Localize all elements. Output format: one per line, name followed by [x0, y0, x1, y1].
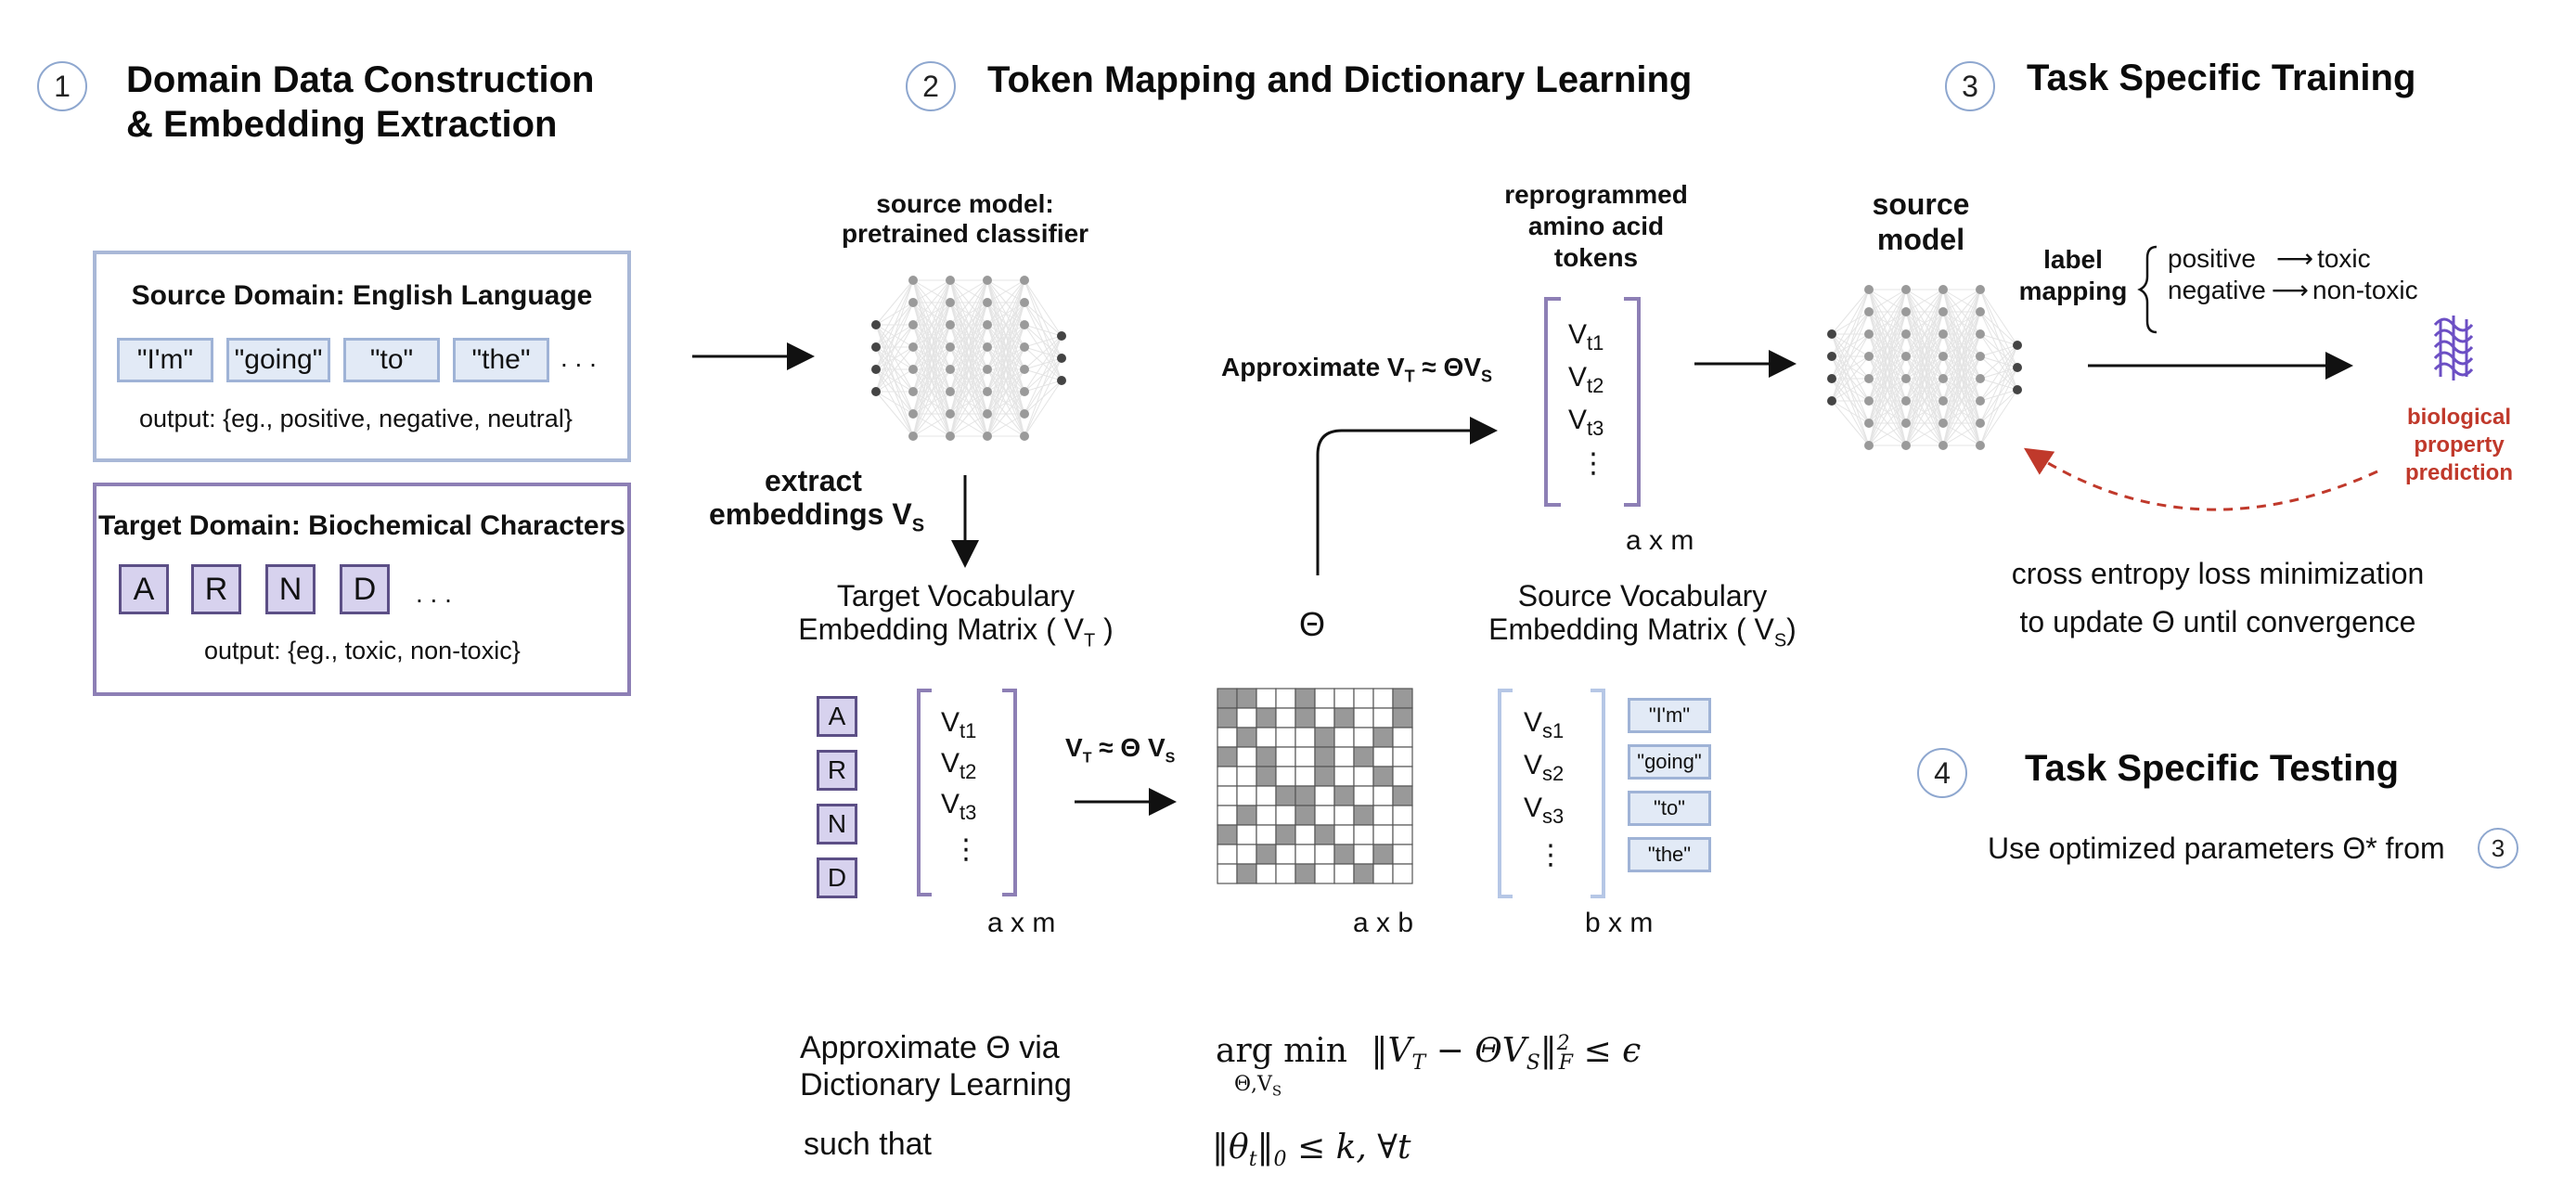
protein-icon	[2433, 316, 2474, 380]
target-domain-box: Target Domain: Biochemical Characters A …	[93, 483, 631, 696]
reprog-row: Vt3	[1568, 405, 1604, 440]
step-1-title-line1: Domain Data Construction	[126, 59, 595, 100]
step4-ref-number: 3	[2478, 828, 2518, 869]
dim-vt: a x m	[987, 908, 1056, 938]
approx-mid: VT ≈ Θ VS	[1065, 733, 1176, 767]
loss-label-1: cross entropy loss minimization	[2011, 557, 2425, 590]
source-vocab-label-1: Source Vocabulary	[1517, 579, 1768, 612]
feedback-arrow	[2023, 447, 2378, 511]
source-output: output: {eg., positive, negative, neutra…	[139, 405, 573, 432]
source-vocab-label-2: Embedding Matrix ( VS)	[1488, 612, 1797, 651]
source-ellipsis: . . .	[560, 343, 597, 372]
vs-vdots: ⋮	[1537, 840, 1565, 870]
small-target-token: N	[817, 804, 857, 844]
source-model-label-1: source model:	[876, 189, 1054, 218]
target-ellipsis: . . .	[416, 579, 452, 608]
step3-source-label-2: model	[1876, 223, 1965, 256]
vt-bracket-right	[1002, 689, 1017, 896]
step4-text: Use optimized parameters Θ* from	[1988, 832, 2445, 865]
small-source-token: "going"	[1628, 744, 1711, 780]
small-source-token: "the"	[1628, 837, 1711, 872]
theta-symbol: Θ	[1299, 605, 1326, 643]
source-model-label-2: pretrained classifier	[841, 219, 1089, 248]
step-1-title-line2: & Embedding Extraction	[126, 104, 558, 145]
loss-label-2: to update Θ until convergence	[2019, 605, 2416, 638]
step3-source-label-1: source	[1872, 187, 1970, 221]
target-token: A	[119, 564, 169, 614]
source-domain-box: Source Domain: English Language "I'm" "g…	[93, 251, 631, 462]
vs-bracket-right	[1591, 689, 1605, 898]
source-token: "the"	[453, 338, 549, 382]
vt-row: Vt1	[941, 707, 977, 742]
vt-row: Vt3	[941, 789, 977, 824]
step-4-title: Task Specific Testing	[2025, 748, 2400, 789]
small-target-token: A	[817, 696, 857, 737]
target-domain-title: Target Domain: Biochemical Characters	[98, 510, 625, 541]
small-source-token: "to"	[1628, 791, 1711, 826]
such-that: such that	[804, 1127, 932, 1162]
equation-sparsity: ‖θt‖0 ≤ k, ∀t	[1212, 1128, 1411, 1172]
mapping-row: positive⟶toxic	[2168, 244, 2371, 273]
theta-matrix-grid	[1217, 688, 1413, 884]
reprog-vdots: ⋮	[1579, 448, 1607, 479]
approx-via-1: Approximate Θ via	[800, 1030, 1060, 1065]
target-vocab-label-2: Embedding Matrix ( VT )	[798, 612, 1114, 651]
vs-bracket-left	[1498, 689, 1513, 898]
step-4-number: 4	[1917, 748, 1967, 798]
reprog-row: Vt1	[1568, 319, 1604, 355]
step3-model-network-icon	[1827, 285, 2022, 450]
vt-bracket-left	[917, 689, 932, 896]
dim-vs: b x m	[1585, 908, 1654, 938]
label-mapping-1: label	[2043, 245, 2103, 274]
reprog-label-2: amino acid	[1527, 212, 1665, 240]
equation-argmin: arg min ‖VT − ΘVS‖2F ≤ ϵ	[1216, 1032, 1642, 1076]
target-vocab-label-1: Target Vocabulary	[836, 579, 1075, 612]
small-target-token: R	[817, 750, 857, 791]
source-domain-title: Source Domain: English Language	[131, 280, 593, 311]
target-output: output: {eg., toxic, non-toxic}	[204, 637, 521, 664]
reprog-label-3: tokens	[1553, 243, 1639, 272]
source-token: "to"	[343, 338, 440, 382]
small-target-token: D	[817, 857, 857, 898]
label-mapping-2: mapping	[2018, 277, 2128, 305]
target-token: D	[340, 564, 390, 614]
arrow-theta-to-reprogrammed	[1316, 417, 1498, 575]
dim-theta: a x b	[1353, 908, 1414, 938]
reprog-label-1: reprogrammed	[1504, 180, 1688, 209]
target-token: R	[191, 564, 241, 614]
vs-row: Vs2	[1524, 750, 1565, 785]
bio-label-1: biological	[2406, 405, 2511, 430]
mapping-row: negative⟶non-toxic	[2168, 276, 2418, 304]
step-2-number: 2	[906, 61, 956, 111]
step-1-number: 1	[37, 61, 87, 111]
step-3-number: 3	[1945, 61, 1995, 111]
reprogrammed-bracket-right	[1624, 297, 1641, 507]
extract-label-1: extract	[765, 464, 862, 497]
approx-top: Approximate VT ≈ ΘVS	[1221, 353, 1493, 386]
source-token: "going"	[226, 338, 330, 382]
dim-reprog: a x m	[1626, 525, 1694, 556]
source-model-network-icon	[871, 276, 1066, 441]
equation-argmin-under: Θ,VS	[1234, 1073, 1282, 1100]
bio-label-2: property	[2414, 432, 2505, 458]
small-source-token: "I'm"	[1628, 698, 1711, 733]
step-2-title: Token Mapping and Dictionary Learning	[987, 59, 1693, 100]
approx-via-2: Dictionary Learning	[800, 1067, 1072, 1102]
reprog-row: Vt2	[1568, 362, 1604, 397]
extract-label-2: embeddings VS	[709, 497, 925, 536]
vt-row: Vt2	[941, 748, 977, 783]
target-token: N	[265, 564, 316, 614]
source-token: "I'm"	[117, 338, 213, 382]
bio-label-3: prediction	[2404, 460, 2513, 485]
vs-row: Vs3	[1524, 793, 1565, 828]
vs-row: Vs1	[1524, 707, 1565, 742]
mapping-brace	[2137, 245, 2157, 334]
vt-vdots: ⋮	[952, 834, 980, 865]
reprogrammed-bracket-left	[1544, 297, 1561, 507]
step-3-title: Task Specific Training	[2027, 58, 2416, 98]
